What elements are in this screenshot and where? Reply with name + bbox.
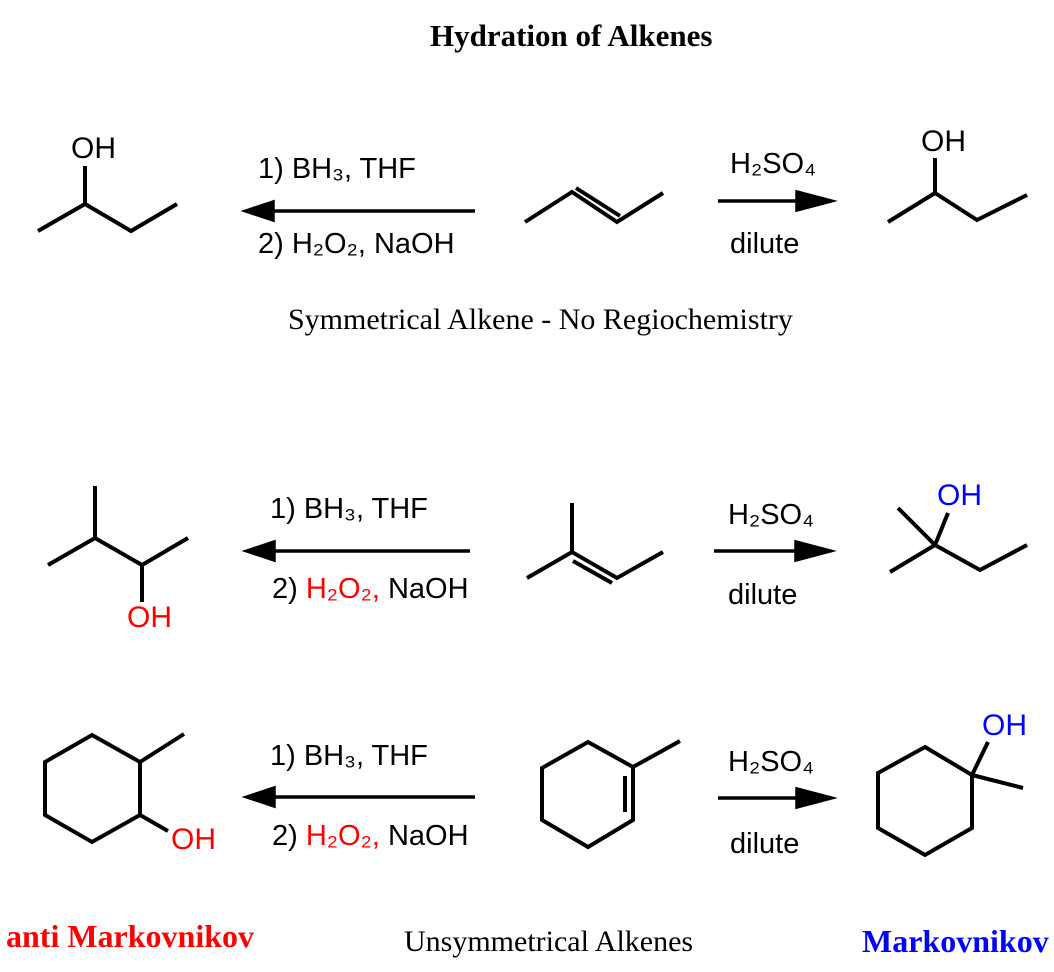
reagent-step2-row1: 2) H₂O₂, NaOH [258,230,455,259]
bonds-2-methyl-2-butene [525,503,664,585]
step2-suffix: NaOH [379,820,469,852]
hydroboration-step1-text: 1) BH₃, THF [270,740,428,772]
reagent-step1-row1: 1) BH₃, THF [258,155,416,184]
step2-peroxide-highlight: H₂O₂, [305,573,380,605]
hydroxyl-label-anti-markovnikov: OH [171,823,216,856]
caption-symmetrical: Symmetrical Alkene - No Regiochemistry [288,303,793,336]
reagent-step1-row2: 1) BH₃, THF [270,495,428,524]
bonds-1-methylcyclohexanol-product [876,741,1024,858]
diagram-title: Hydration of Alkenes [430,18,713,53]
acid-condition-row1: dilute [730,228,800,260]
step2-suffix: NaOH [379,573,469,605]
label-unsymmetrical-alkenes: Unsymmetrical Alkenes [404,925,694,958]
step2-prefix: 2) [272,820,306,852]
arrow-hydroboration-row2 [241,539,470,563]
hydroxyl-label: OH [71,132,116,165]
acid-label-row1: H₂SO₄ [730,148,816,180]
label-anti-markovnikov: anti Markovnikov [6,918,255,954]
arrow-acid-hydration-row2 [714,539,837,563]
label-markovnikov: Markovnikov [862,923,1049,959]
hydroxyl-label-anti-markovnikov: OH [127,601,172,634]
reagent-step2-row3: 2) H₂O₂, NaOH [272,822,469,851]
step2-peroxide-highlight: H₂O₂, [305,820,380,852]
acid-label-row2: H₂SO₄ [728,499,814,531]
step2-suffix: NaOH [365,228,455,260]
arrow-hydroboration-row1 [240,199,475,223]
step2-peroxide: H₂O₂, [291,228,366,260]
acid-condition-row3: dilute [730,828,800,860]
acid-label-row3: H₂SO₄ [728,746,814,778]
reagent-step1-row3: 1) BH₃, THF [270,742,428,771]
hydroxyl-label: OH [921,125,966,158]
step2-prefix: 2) [272,573,306,605]
arrow-acid-hydration-row1 [718,189,838,213]
arrow-acid-hydration-row3 [718,786,838,810]
bonds-2-methylcyclohexanol-product [43,732,186,845]
step2-prefix: 2) [258,228,292,260]
acid-condition-row2: dilute [728,579,798,611]
hydroxyl-label-markovnikov: OH [937,479,982,512]
hydroxyl-label-markovnikov: OH [982,709,1027,742]
bonds-1-methylcyclohexene [540,739,681,850]
bonds-3-methyl-2-butanol-product [47,486,190,602]
bonds-2-butene [523,186,665,225]
reagent-step2-row2: 2) H₂O₂, NaOH [272,575,469,604]
arrow-hydroboration-row3 [241,785,475,809]
hydroboration-step1-text: 1) BH₃, THF [270,493,428,525]
bonds-2-butanol-product-left [37,166,179,234]
bonds-2-butanol-product-right [886,158,1028,224]
bonds-2-methyl-2-butanol-product [888,506,1028,574]
hydroboration-step1-text: 1) BH₃, THF [258,153,416,185]
